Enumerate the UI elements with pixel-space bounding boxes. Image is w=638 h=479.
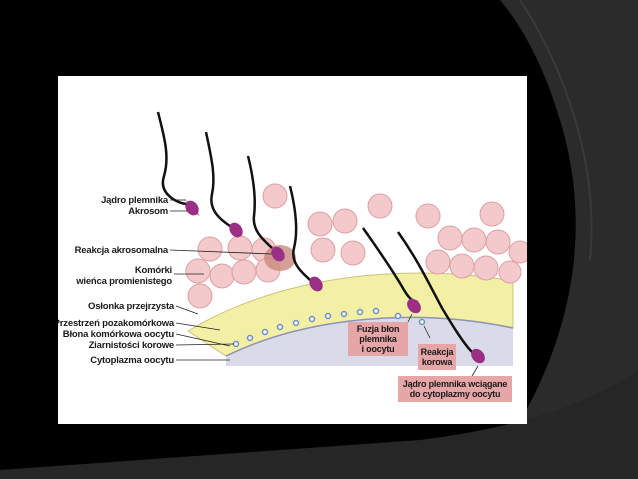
sperm-4 bbox=[288, 185, 323, 292]
label-oocyte-cytoplasm: Cytoplazma oocytu bbox=[90, 355, 174, 366]
label-zona-pellucida: Osłonka przejrzysta bbox=[88, 301, 175, 312]
label-corona-cells-2: wieńca promienistego bbox=[75, 276, 172, 287]
label-acrosome-reaction: Reakcja akrosomalna bbox=[75, 245, 169, 256]
label-fusion-1: Fuzja błon bbox=[357, 324, 400, 334]
label-nucleus-drawn-1: Jądro plemnika wciągane bbox=[403, 379, 508, 389]
nucleus-drawn-label-box bbox=[398, 376, 512, 402]
sperm-1 bbox=[156, 111, 200, 216]
sperm-2 bbox=[204, 131, 243, 238]
label-corona-cells-1: Komórki bbox=[135, 265, 172, 276]
label-acrosome: Akrosom bbox=[128, 206, 168, 217]
fusion-label-box bbox=[348, 322, 408, 356]
label-oocyte-membrane: Błona komórkowa oocytu bbox=[63, 329, 175, 340]
sperm-5 bbox=[361, 227, 421, 314]
diagram-panel: Jądro plemnika Akrosom Reakcja akrosomal… bbox=[58, 76, 527, 424]
oocyte-membrane bbox=[225, 316, 514, 357]
fertilization-diagram: Jądro plemnika Akrosom Reakcja akrosomal… bbox=[58, 111, 527, 402]
label-sperm-nucleus: Jądro plemnika bbox=[101, 195, 169, 206]
label-nucleus-drawn-2: do cytoplazmy oocytu bbox=[410, 389, 501, 399]
label-cortical-reaction-2: korowa bbox=[422, 357, 454, 367]
label-cortical-granules: Ziarnistości korowe bbox=[89, 340, 174, 351]
label-perivitelline-space: Przestrzeń pozakomórkowa bbox=[58, 318, 175, 329]
leader-lines bbox=[169, 199, 479, 377]
cortical-reaction-label-box bbox=[418, 344, 456, 370]
sperm-3 bbox=[246, 155, 285, 262]
label-cortical-reaction-1: Reakcja bbox=[421, 347, 455, 357]
decorative-swoosh bbox=[480, 0, 638, 479]
decorative-swoosh-bottom bbox=[0, 370, 638, 479]
label-fusion-2: plemnika bbox=[359, 334, 398, 344]
label-fusion-3: i oocytu bbox=[362, 344, 395, 354]
sperm-6 bbox=[396, 231, 485, 364]
corona-radiata-cells bbox=[185, 183, 527, 309]
